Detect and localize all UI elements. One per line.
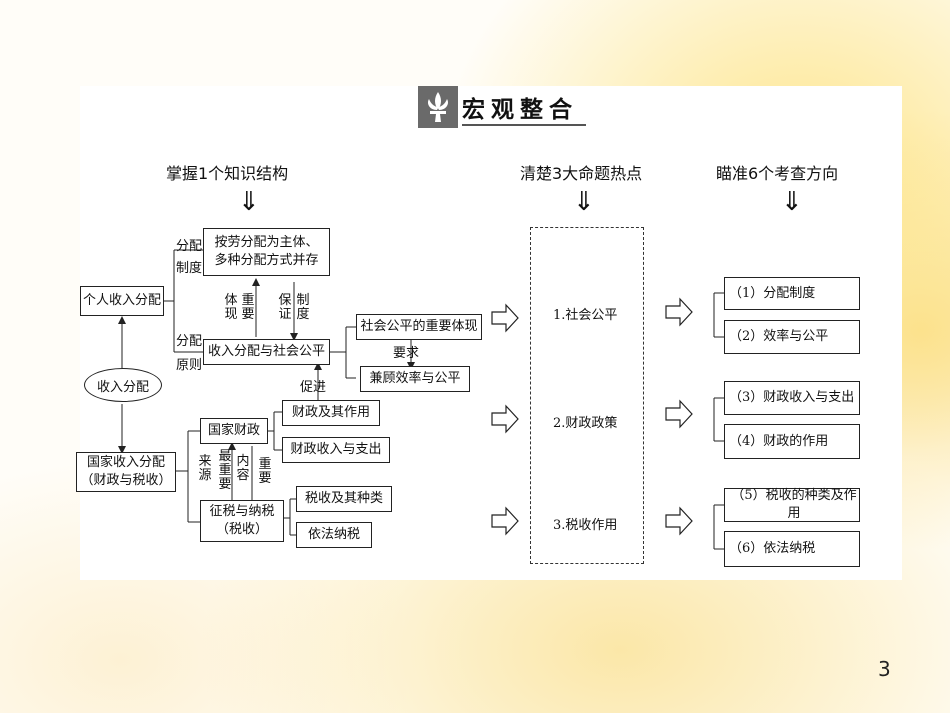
header-hotspots: 清楚3大命题热点 [520,164,643,183]
direction-item-1: （1）分配制度 [724,277,860,310]
direction-item-6: （6）依法纳税 [724,531,860,567]
down-arrow-icon: ⇓ [573,187,595,217]
page-number: 3 [878,657,891,681]
label-important: 重要 [241,293,255,322]
label-distribution-system-2: 制度 [176,261,203,276]
tax-types-box: 税收及其种类 [296,486,392,512]
label-system: 制度 [296,293,310,322]
finance-role-box: 财政及其作用 [282,400,380,426]
label-guarantee: 保证 [278,293,292,322]
direction-item-5: （5）税收的种类及作用 [724,488,860,522]
national-income-line2: （财政与税收） [80,473,172,488]
distribution-system-box: 按劳分配为主体、 多种分配方式并存 [203,228,330,276]
income-distribution-label: 收入分配 [97,380,150,395]
label-distribution-principle-1: 分配 [176,334,203,349]
label-source: 来源 [198,454,212,483]
national-income-box: 国家收入分配 （财政与税收） [76,452,176,492]
down-arrow-icon: ⇓ [781,187,803,217]
personal-income-box: 个人收入分配 [80,286,164,316]
income-distribution-ellipse [84,368,162,402]
label-important-2: 重要 [258,457,272,486]
distribution-system-line2: 多种分配方式并存 [214,253,319,268]
tax-law-box: 依法纳税 [296,522,372,548]
tax-box: 征税与纳税 （税收） [200,500,284,542]
banner-title: 宏观整合 [462,96,578,123]
national-income-line1: 国家收入分配 [86,455,165,470]
hotspot-social-fairness: 1.社会公平 [553,308,618,323]
label-distribution-principle-2: 原则 [176,358,203,373]
label-require: 要求 [393,346,420,361]
banner-underline [462,124,586,126]
hotspots-panel [530,227,644,564]
fairness-embody-box: 社会公平的重要体现 [356,314,482,340]
finance-income-expense-box: 财政收入与支出 [282,437,390,463]
label-most-important: 最重要 [218,449,232,492]
fairness-box: 收入分配与社会公平 [203,339,330,365]
distribution-system-line1: 按劳分配为主体、 [214,235,319,250]
label-content: 内容 [236,454,250,483]
hotspot-fiscal-policy: 2.财政政策 [553,416,618,431]
label-distribution-system-1: 分配 [176,239,203,254]
label-embody: 体现 [224,293,238,322]
label-promote: 促进 [300,380,327,395]
header-directions: 瞄准6个考查方向 [716,164,839,183]
down-arrow-icon: ⇓ [238,187,260,217]
header-knowledge-structure: 掌握1个知识结构 [166,164,289,183]
efficiency-fairness-box: 兼顾效率与公平 [360,366,470,392]
hotspot-tax-role: 3.税收作用 [553,518,618,533]
direction-item-3: （3）财政收入与支出 [724,381,860,415]
fleur-de-lis-icon [418,86,458,128]
section-banner: 宏观整合 [418,86,586,130]
direction-item-4: （4）财政的作用 [724,424,860,459]
tax-line2: （税收） [215,522,268,537]
direction-item-2: （2）效率与公平 [724,320,860,354]
national-finance-box: 国家财政 [200,418,268,444]
tax-line1: 征税与纳税 [209,504,275,519]
